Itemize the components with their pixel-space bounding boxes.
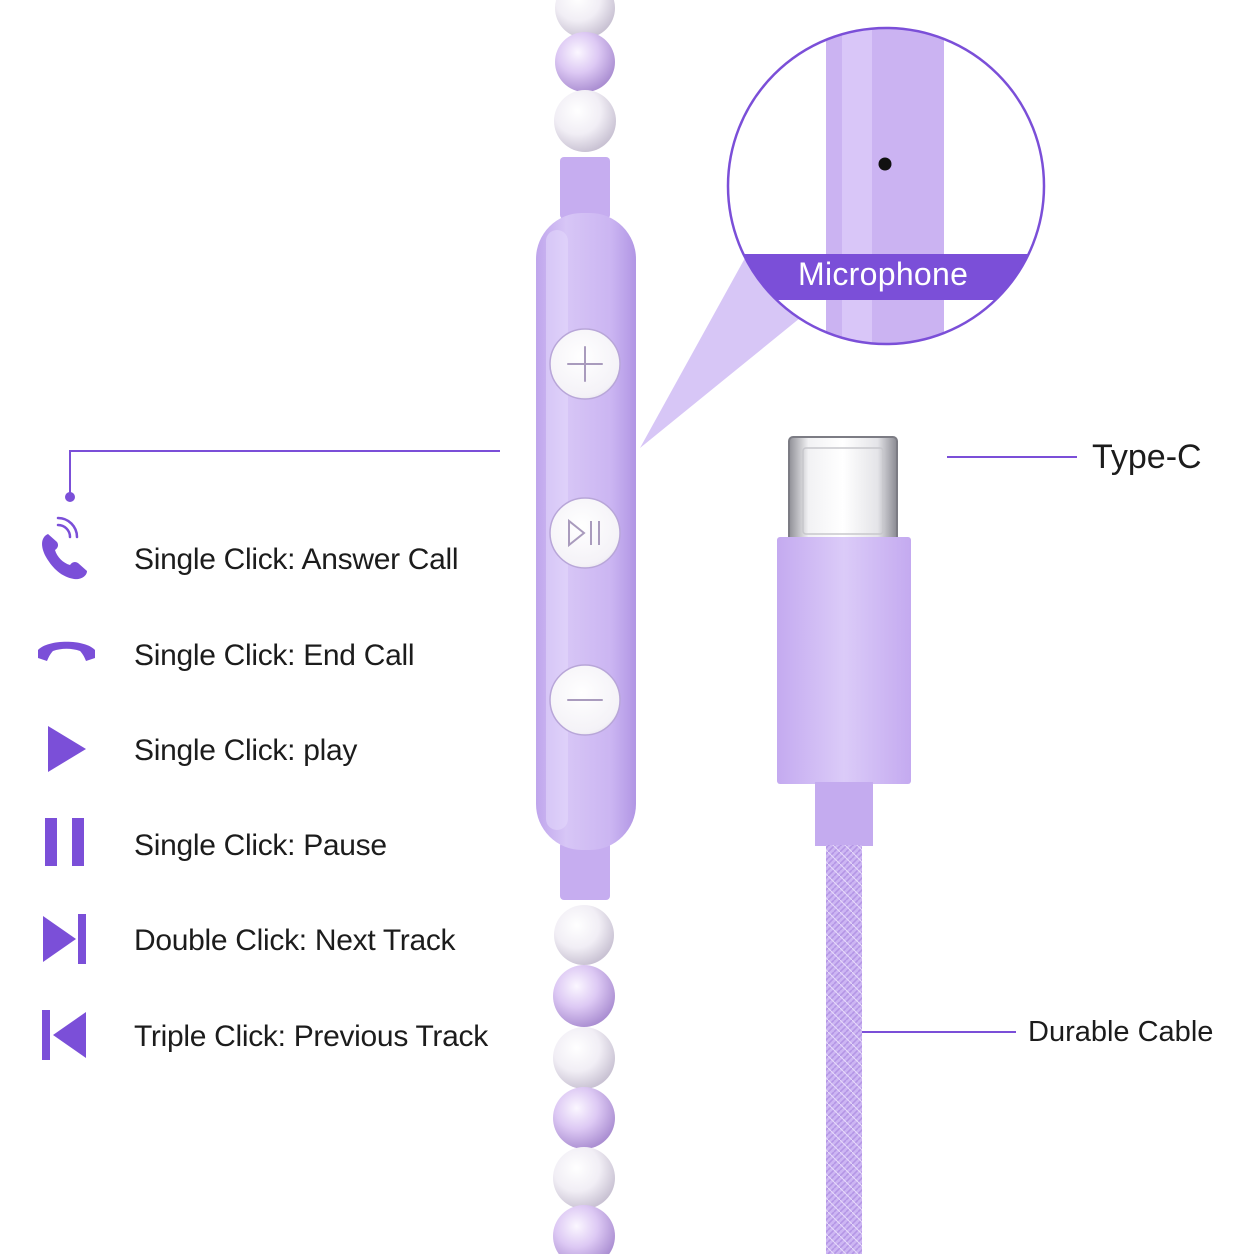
type-c-label: Type-C: [1092, 438, 1202, 476]
feature-label-end-call: Single Click: End Call: [134, 639, 415, 672]
volume-up-button[interactable]: [549, 328, 621, 400]
pearl-strand-top: [554, 0, 616, 152]
volume-down-button[interactable]: [549, 664, 621, 736]
callout-dot: [65, 492, 75, 502]
next-track-icon: [43, 914, 86, 964]
pearl-strand-bottom: [553, 905, 615, 1254]
remote-bottom-stem: [560, 842, 610, 900]
pause-icon: [45, 818, 84, 866]
previous-track-icon: [42, 1010, 86, 1060]
plus-icon: [567, 346, 603, 382]
microphone-hole: [878, 157, 892, 171]
remote-top-stem: [560, 157, 610, 219]
type-c-connector: [777, 436, 911, 1254]
feature-label-next-track: Double Click: Next Track: [134, 924, 456, 957]
durable-cable-label: Durable Cable: [1028, 1016, 1214, 1048]
feature-label-previous-track: Triple Click: Previous Track: [134, 1020, 488, 1053]
phone-hangup-icon: [38, 641, 95, 661]
play-pause-button[interactable]: [549, 497, 621, 569]
microphone-zoom: [726, 26, 1046, 346]
remote-callout-line: [69, 450, 500, 497]
microphone-label: Microphone: [798, 256, 969, 292]
feature-label-answer-call: Single Click: Answer Call: [134, 543, 459, 576]
feature-label-play: Single Click: play: [134, 734, 358, 767]
play-icon: [48, 726, 86, 772]
phone-answer-icon: [42, 516, 87, 580]
feature-label-pause: Single Click: Pause: [134, 829, 387, 862]
microphone-zoom-wedge: [640, 258, 800, 448]
play-pause-icon: [568, 518, 600, 548]
